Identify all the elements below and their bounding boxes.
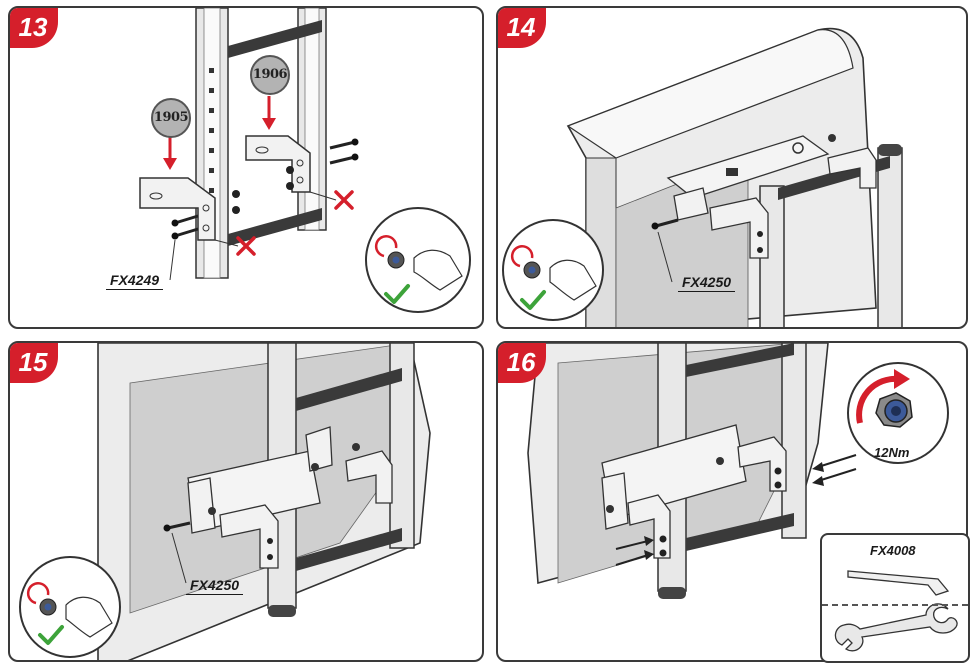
step-13-fastener-label: FX4249 [106,272,164,290]
step-14-fastener-label: FX4250 [678,274,736,292]
torque-value: 12Nm [874,445,910,460]
tools-box: FX4008 [820,533,970,663]
part-1906-badge: 1906 [250,55,290,95]
step-14-panel: 14 FX4250 [496,6,968,329]
tools-illustration [834,570,958,652]
hex-key-icon [847,570,950,596]
wrench-icon [834,603,958,652]
step-15-panel: 15 FX4250 [8,341,484,662]
step-14-illustration [502,27,903,327]
tools-separator [822,604,968,606]
step-13-number: 13 [10,8,58,48]
step-16-number: 16 [498,343,546,383]
hex-key-code-label: FX4008 [870,543,916,558]
part-1905-badge: 1905 [151,98,191,138]
step-16-illustration [527,343,949,599]
step-14-number: 14 [498,8,546,48]
step-15-fastener-label: FX4250 [186,577,244,595]
step-13-illustration [139,8,471,313]
step-13-panel: 13 [8,6,484,329]
step-15-illustration [19,343,431,660]
step-16-panel: 16 12Nm [496,341,968,662]
